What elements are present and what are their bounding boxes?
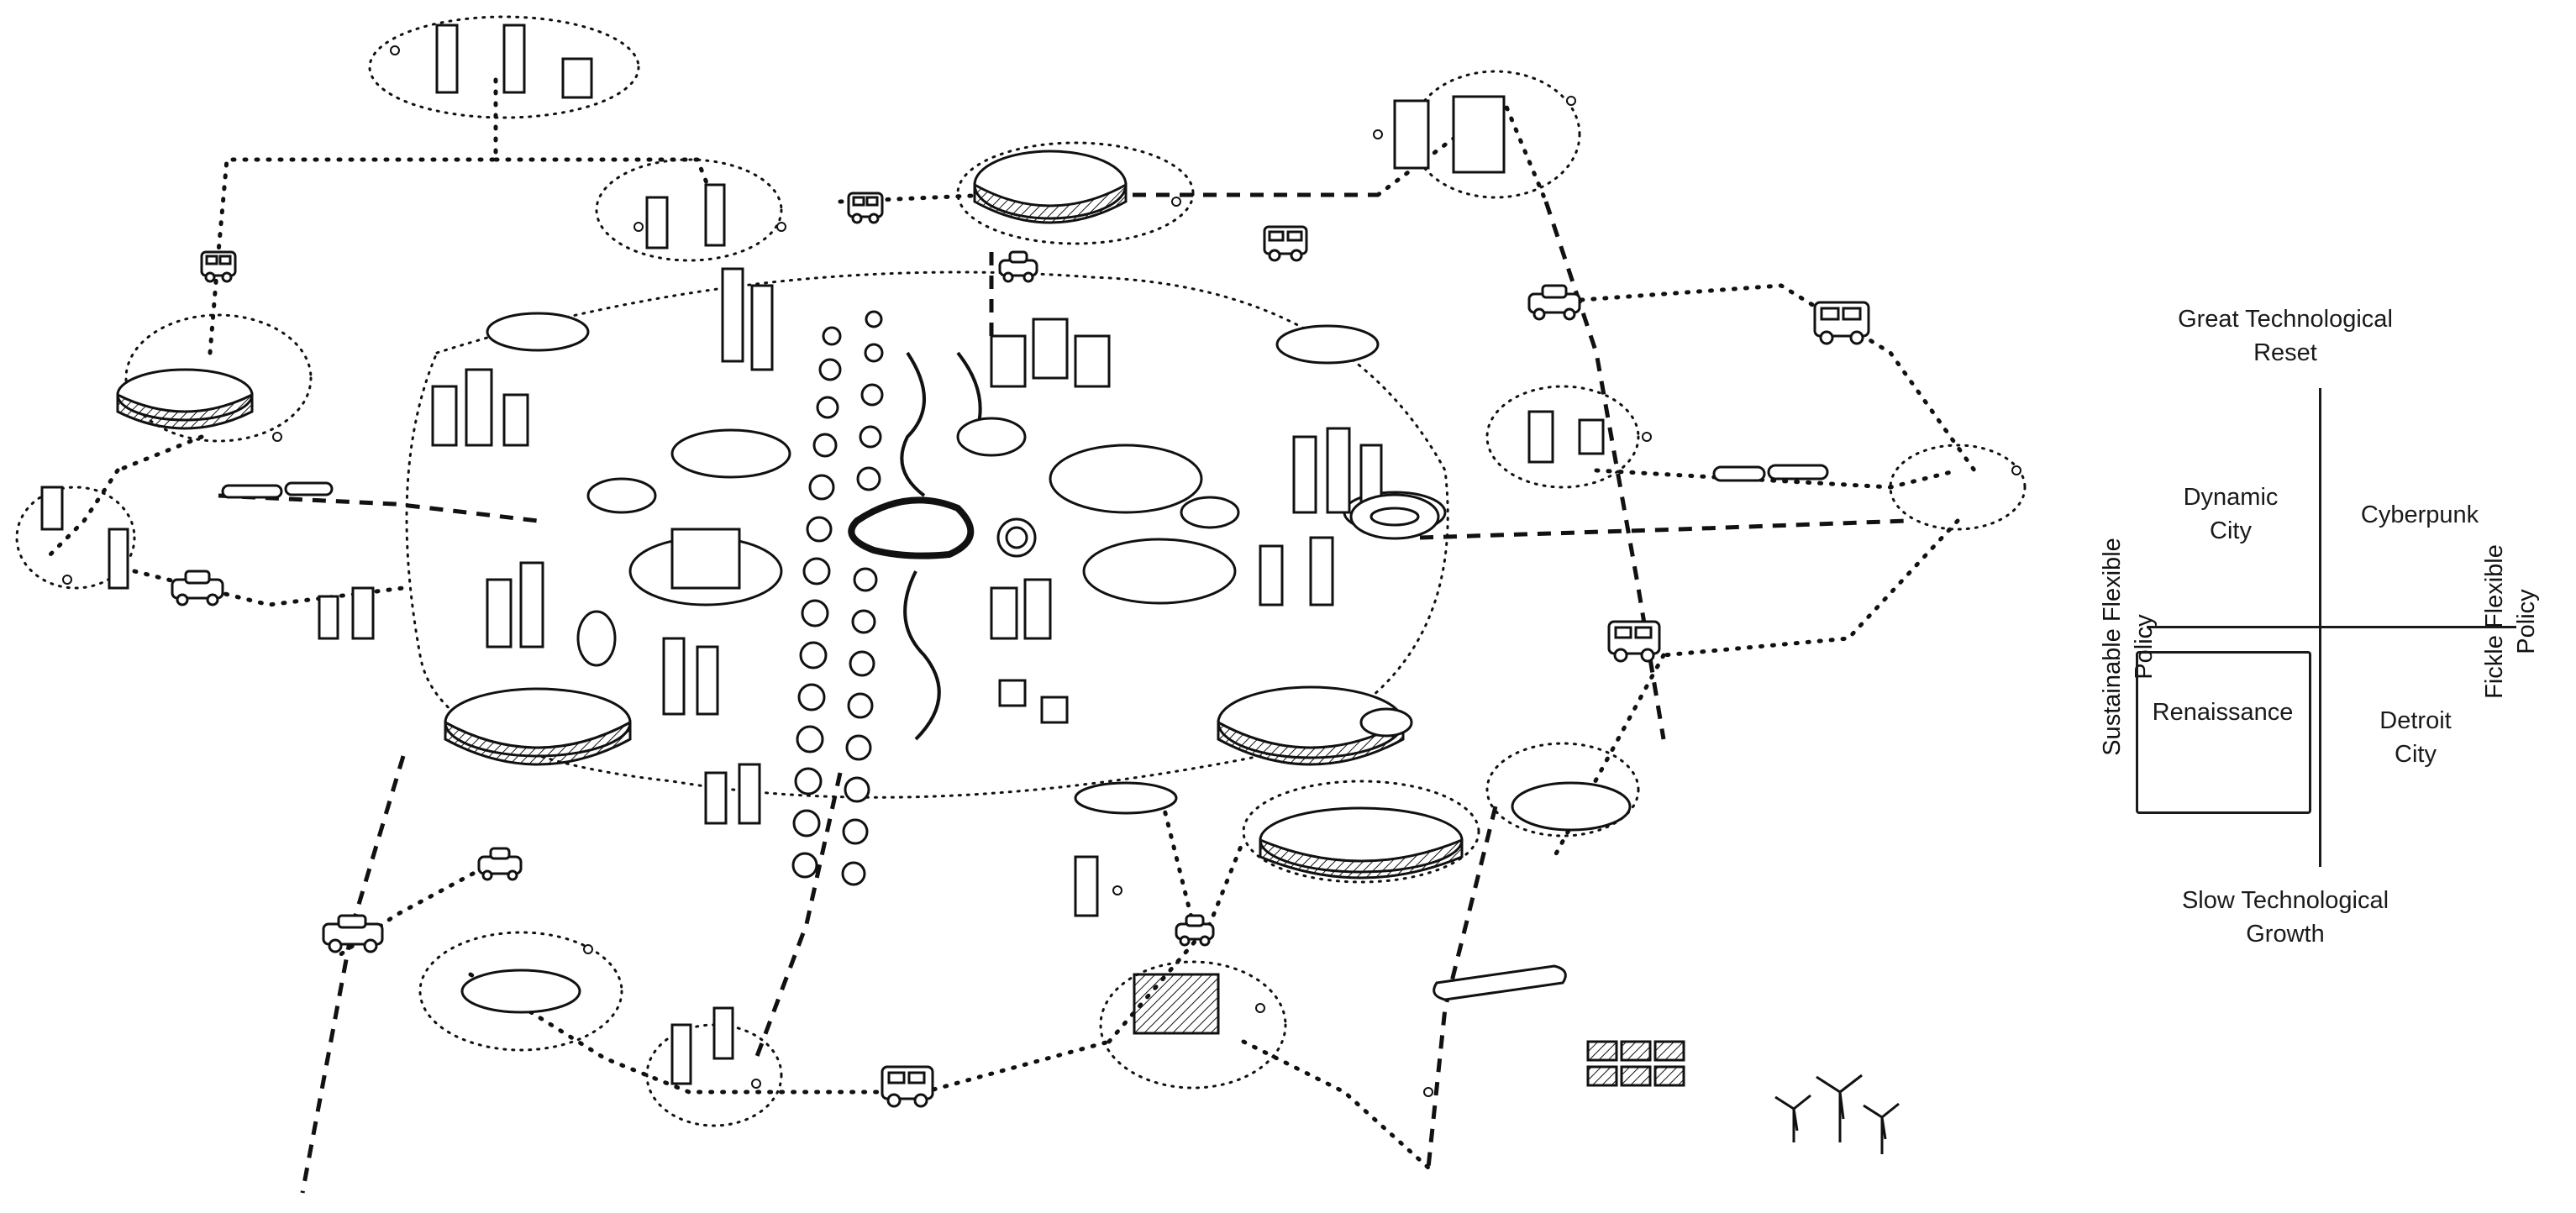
top-axis-label-line-2: Reset <box>2253 339 2317 366</box>
buses <box>200 192 1870 1108</box>
city-sketch <box>15 15 2027 1194</box>
right-axis-label-line-1: Fickle Flexible <box>2481 544 2508 699</box>
cell-detroit-city-line-2: City <box>2395 741 2437 768</box>
right-axis-label: Fickle Flexible Policy <box>2479 512 2546 731</box>
bottom-axis-label-line-2: Growth <box>2246 921 2325 948</box>
outlying-towers <box>40 24 1605 1085</box>
cell-detroit-city-line-1: Detroit <box>2379 707 2452 734</box>
city-cluster <box>116 150 1632 1014</box>
top-axis-label: Great Technological Reset <box>2168 302 2403 370</box>
solar-panels <box>1586 1040 1685 1087</box>
renaissance-highlight-box <box>2136 651 2311 814</box>
cell-dynamic-city-line-2: City <box>2210 517 2252 544</box>
left-axis-label-line-1: Sustainable Flexible <box>2099 538 2126 756</box>
scenario-quadrant: Great Technological Reset Slow Technolog… <box>2050 0 2576 1213</box>
cars <box>171 250 1581 953</box>
cell-dynamic-city-line-1: Dynamic <box>2183 484 2279 511</box>
trains <box>221 464 1829 1001</box>
trees <box>62 45 2021 1097</box>
horizontal-axis <box>2147 626 2516 628</box>
cell-dynamic-city: Dynamic City <box>2151 480 2311 548</box>
cell-detroit-city: Detroit City <box>2344 704 2487 771</box>
cell-renaissance: Renaissance <box>2152 699 2294 726</box>
wind-turbines <box>1774 1074 1900 1154</box>
cell-cyberpunk: Cyberpunk <box>2360 501 2479 528</box>
island-outlines <box>15 15 2027 1127</box>
right-axis-label-line-2: Policy <box>2513 589 2540 654</box>
bottom-axis-label-line-1: Slow Technological <box>2181 887 2389 914</box>
bottom-axis-label: Slow Technological Growth <box>2168 884 2403 951</box>
top-axis-label-line-1: Great Technological <box>2178 306 2393 333</box>
